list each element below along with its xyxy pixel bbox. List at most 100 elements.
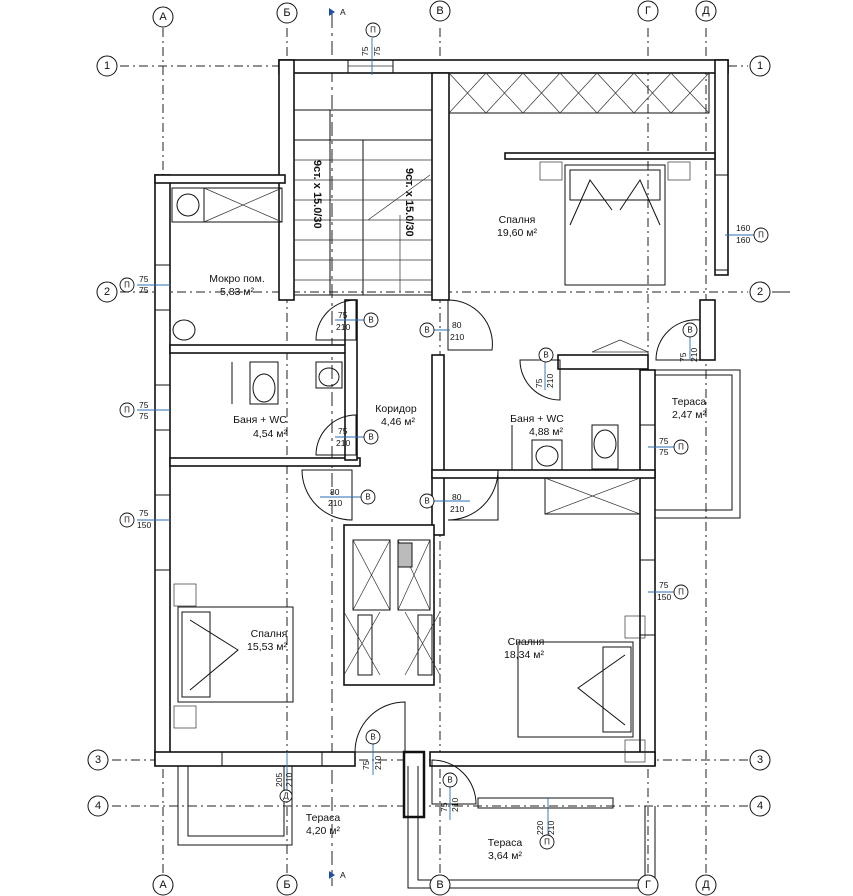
window-tag: П	[119, 512, 135, 528]
svg-text:75: 75	[139, 274, 149, 284]
svg-text:75: 75	[139, 285, 149, 295]
stair-label-right: 9ст. x 15.0/30	[403, 168, 415, 237]
svg-text:210: 210	[450, 798, 460, 812]
room-area: 3,64 м²	[488, 850, 523, 862]
svg-text:210: 210	[284, 773, 294, 787]
svg-text:75: 75	[678, 352, 688, 362]
svg-text:210: 210	[450, 504, 464, 514]
closets-center	[343, 539, 441, 676]
door-tag: В	[419, 322, 435, 338]
room-area: 2,47 м²	[672, 409, 707, 421]
room-name: Баня + WC	[510, 413, 564, 425]
svg-text:220: 220	[535, 821, 545, 835]
svg-text:75: 75	[534, 378, 544, 388]
svg-text:3: 3	[757, 754, 763, 766]
svg-text:80: 80	[452, 492, 462, 502]
svg-text:Б: Б	[283, 7, 290, 19]
svg-text:Д: Д	[283, 792, 289, 801]
svg-text:150: 150	[137, 520, 151, 530]
svg-text:75: 75	[139, 508, 149, 518]
axis-bubbles-top: А Б В Г Д	[152, 0, 717, 28]
svg-text:Г: Г	[645, 879, 651, 891]
window-openings	[154, 59, 729, 809]
stair-label-left: 9ст. x 15.0/30	[311, 160, 323, 229]
svg-text:В: В	[447, 776, 452, 785]
wardrobe-top	[448, 72, 716, 160]
svg-text:75: 75	[372, 46, 382, 56]
section-marker-top: A	[329, 7, 346, 17]
window-tag: П	[119, 277, 135, 293]
window-tag: П	[753, 227, 769, 243]
door-tag: В	[442, 772, 458, 788]
section-marker-bottom: A	[329, 870, 346, 880]
room-area: 18,34 м²	[504, 649, 544, 661]
svg-text:Д: Д	[702, 5, 710, 17]
svg-text:Б: Б	[283, 879, 290, 891]
svg-text:4: 4	[757, 800, 763, 812]
door-swings	[301, 299, 701, 805]
room-area: 15,53 м²	[247, 641, 287, 653]
svg-text:210: 210	[373, 756, 383, 770]
svg-text:210: 210	[336, 322, 350, 332]
svg-text:210: 210	[689, 348, 699, 362]
room-name: Спалня	[499, 214, 536, 226]
svg-text:А: А	[159, 879, 167, 891]
room-area: 4,54 м²	[253, 428, 288, 440]
svg-text:75: 75	[338, 426, 348, 436]
svg-text:П: П	[370, 26, 376, 35]
svg-text:80: 80	[452, 320, 462, 330]
svg-text:П: П	[124, 516, 130, 525]
svg-text:В: В	[370, 733, 375, 742]
svg-text:В: В	[368, 316, 373, 325]
svg-text:В: В	[424, 326, 429, 335]
room-area: 4,20 м²	[306, 825, 341, 837]
svg-text:П: П	[678, 588, 684, 597]
svg-text:205: 205	[274, 773, 284, 787]
svg-text:В: В	[365, 493, 370, 502]
laundry-fixtures	[171, 187, 283, 341]
room-area: 4,46 м²	[381, 416, 416, 428]
svg-text:210: 210	[545, 374, 555, 388]
svg-text:В: В	[436, 879, 443, 891]
svg-text:А: А	[159, 11, 167, 23]
svg-text:75: 75	[439, 802, 449, 812]
door-tag: В	[363, 312, 379, 328]
window-tag: П	[539, 834, 555, 850]
room-area: 5,83 м²	[220, 286, 255, 298]
room-name: Тераса	[488, 837, 523, 849]
svg-text:П: П	[124, 406, 130, 415]
bed-bottom-right	[517, 615, 646, 763]
room-name: Коридор	[375, 403, 417, 415]
room-name: Баня + WC	[233, 414, 287, 426]
axis-bubbles-bottom: А Б В Г Д	[152, 874, 717, 896]
terraces	[177, 369, 741, 889]
room-name: Спалня	[508, 636, 545, 648]
room-labels: Спалня 19,60 м² Мокро пом. 5,83 м² Баня …	[209, 214, 706, 862]
balcony-door-tag: Д	[279, 789, 293, 803]
svg-text:160: 160	[736, 223, 750, 233]
svg-text:75: 75	[338, 310, 348, 320]
svg-text:П: П	[678, 443, 684, 452]
svg-text:80: 80	[330, 487, 340, 497]
window-tag: П	[673, 439, 689, 455]
window-tags: П 75 75 П 160 160 П 75 75 П 75 75 П 75 1…	[119, 22, 769, 850]
svg-text:210: 210	[336, 438, 350, 448]
svg-text:150: 150	[657, 592, 671, 602]
svg-text:3: 3	[95, 754, 101, 766]
svg-text:П: П	[124, 281, 130, 290]
walls	[154, 59, 729, 819]
room-name: Мокро пом.	[209, 273, 265, 285]
door-tag: В	[682, 322, 698, 338]
room-name: Тераса	[306, 812, 341, 824]
bed-top-right	[539, 161, 691, 286]
svg-text:210: 210	[328, 498, 342, 508]
door-tags: В 75 210 В 80 210 В 75 210 В 75 210 В 75…	[274, 310, 699, 812]
svg-text:4: 4	[95, 800, 101, 812]
window-tag: П	[673, 584, 689, 600]
svg-text:П: П	[544, 838, 550, 847]
svg-text:210: 210	[450, 332, 464, 342]
svg-text:210: 210	[546, 821, 556, 835]
svg-text:2: 2	[757, 286, 763, 298]
svg-text:В: В	[424, 497, 429, 506]
